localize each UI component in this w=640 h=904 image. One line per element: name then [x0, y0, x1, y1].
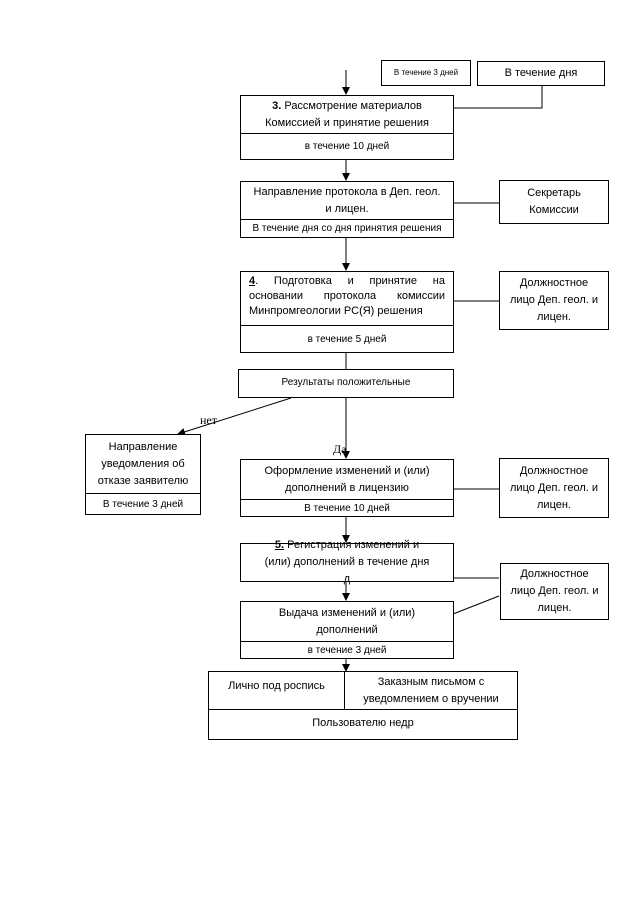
step4-line2: основании протокола комиссии: [249, 290, 445, 302]
no-label: нет: [200, 413, 217, 427]
protocol-term-box: В течение дня со дня принятия решения: [240, 219, 454, 238]
step5-title: Регистрация изменений и (или) дополнений…: [264, 539, 430, 585]
step5-responsible-text: Должностное лицо Деп. геол. и лицен.: [510, 568, 599, 614]
arrow-decision-no: [177, 397, 292, 436]
decision-box: Результаты положительные: [238, 369, 454, 398]
note-day-text: В течение дня: [504, 67, 578, 79]
step3-title-line2: Комиссией и принятие решения: [265, 116, 429, 129]
step3-number: 3.: [272, 99, 282, 112]
formalize-responsible-text: Должностное лицо Деп. геол. и лицен.: [510, 464, 598, 511]
note-day: В течение дня: [477, 61, 605, 86]
formalize-title: Оформление изменений и (или) дополнений …: [264, 464, 430, 494]
step4-number: 4: [249, 275, 256, 287]
formalize-term-box: В течение 10 дней: [240, 499, 454, 517]
step4-responsible-text: Должностное лицо Деп. геол. и лицен.: [510, 277, 598, 323]
recipient-text: Пользователю недр: [312, 717, 414, 729]
secretary-text: Секретарь Комиссии: [527, 187, 581, 216]
line-day-note-to-step3: [453, 86, 543, 109]
refusal-box: Направление уведомления об отказе заявит…: [85, 434, 201, 494]
step5-box: 5. Регистрация изменений и (или) дополне…: [240, 539, 454, 585]
refusal-title: Направление уведомления об отказе заявит…: [97, 440, 189, 487]
step3-term: в течение 10 дней: [304, 141, 390, 152]
issue-box: Выдача изменений и (или) дополнений: [240, 601, 454, 642]
refusal-term-box: В течение 3 дней: [85, 493, 201, 515]
decision-label: Результаты положительные: [281, 377, 411, 388]
delivery-in-person: Лично под роспись: [228, 680, 325, 692]
step4-line3: Минпромгеологии РС(Я) решения: [249, 305, 423, 317]
step4-term: в течение 5 дней: [307, 333, 387, 345]
delivery-by-mail: Заказным письмом с уведомлением о вручен…: [363, 675, 499, 705]
protocol-title: Направление протокола в Деп. геол. и лиц…: [253, 185, 441, 215]
note-3-days-text: В течение 3 дней: [393, 68, 459, 77]
formalize-term: В течение 10 дней: [304, 502, 390, 514]
note-3-days: В течение 3 дней: [381, 60, 471, 86]
line-issue-to-responsible: [452, 595, 500, 615]
step4-term-box: в течение 5 дней: [240, 325, 454, 353]
step3-term-box: в течение 10 дней: [240, 133, 454, 160]
step3-box: 3. Рассмотрение материалов Комиссией и п…: [240, 95, 454, 134]
step5-responsible-box: Должностное лицо Деп. геол. и лицен.: [500, 563, 609, 620]
delivery-in-person-box: Лично под роспись: [208, 671, 345, 710]
issue-title: Выдача изменений и (или) дополнений: [278, 606, 416, 636]
issue-term: в течение 3 дней: [307, 644, 387, 656]
refusal-term: В течение 3 дней: [102, 498, 184, 510]
protocol-box: Направление протокола в Деп. геол. и лиц…: [240, 181, 454, 220]
step3-line1: 3. Рассмотрение материалов: [272, 98, 422, 115]
issue-term-box: в течение 3 дней: [240, 641, 454, 659]
delivery-by-mail-box: Заказным письмом с уведомлением о вручен…: [344, 671, 518, 710]
step3-title-line1: Рассмотрение материалов: [284, 99, 422, 112]
recipient-box: Пользователю недр: [208, 709, 518, 740]
formalize-box: Оформление изменений и (или) дополнений …: [240, 459, 454, 500]
step4-line1: 4. Подготовка и принятие на: [249, 274, 445, 289]
yes-label: Да: [333, 442, 347, 456]
step4-responsible-box: Должностное лицо Деп. геол. и лицен.: [499, 271, 609, 330]
protocol-term: В течение дня со дня принятия решения: [252, 223, 442, 234]
secretary-box: Секретарь Комиссии: [499, 180, 609, 224]
step5-content: 5. Регистрация изменений и (или) дополне…: [261, 537, 433, 588]
step4-line1-text: . Подготовка и принятие на: [255, 275, 445, 287]
formalize-responsible-box: Должностное лицо Деп. геол. и лицен.: [499, 458, 609, 518]
step5-number: 5.: [274, 539, 285, 551]
step4-box: 4. Подготовка и принятие на основании пр…: [240, 271, 454, 326]
